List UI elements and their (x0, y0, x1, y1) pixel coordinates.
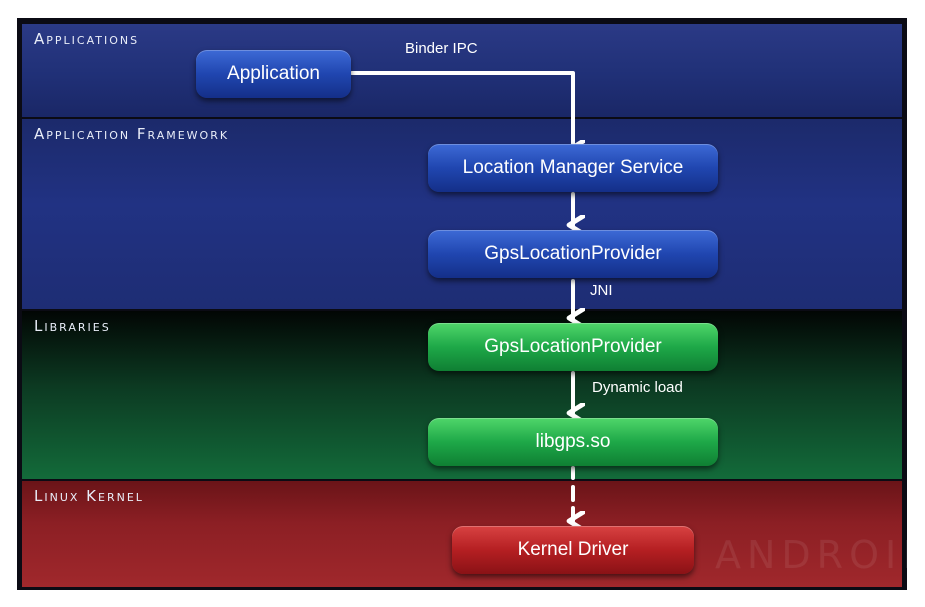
edge-label-binder-ipc: Binder IPC (405, 40, 478, 57)
layer-title-applications: Applications (34, 30, 140, 48)
layer-title-libraries: Libraries (34, 317, 111, 335)
node-gps-location-provider-framework-label: GpsLocationProvider (484, 243, 662, 264)
node-location-manager-service-label: Location Manager Service (462, 157, 684, 178)
node-application-label: Application (227, 63, 320, 84)
arrow-binder-ipc (350, 71, 573, 150)
layer-title-framework: Application Framework (34, 125, 230, 143)
layer-applications: Applications (22, 24, 902, 117)
node-gps-location-provider-library: GpsLocationProvider (428, 323, 718, 371)
node-application: Application (196, 50, 351, 98)
android-watermark-logo: ANDROID (715, 533, 925, 577)
node-gps-location-provider-framework: GpsLocationProvider (428, 230, 718, 278)
node-gps-location-provider-library-label: GpsLocationProvider (484, 336, 662, 357)
layer-title-kernel: Linux Kernel (34, 487, 144, 505)
node-libgps: libgps.so (428, 418, 718, 466)
node-location-manager-service: Location Manager Service (428, 144, 718, 192)
edge-label-dynamic-load: Dynamic load (592, 379, 683, 396)
node-kernel-driver: Kernel Driver (452, 526, 694, 574)
node-libgps-label: libgps.so (535, 431, 611, 452)
edge-label-jni: JNI (590, 282, 613, 299)
node-kernel-driver-label: Kernel Driver (517, 539, 629, 560)
